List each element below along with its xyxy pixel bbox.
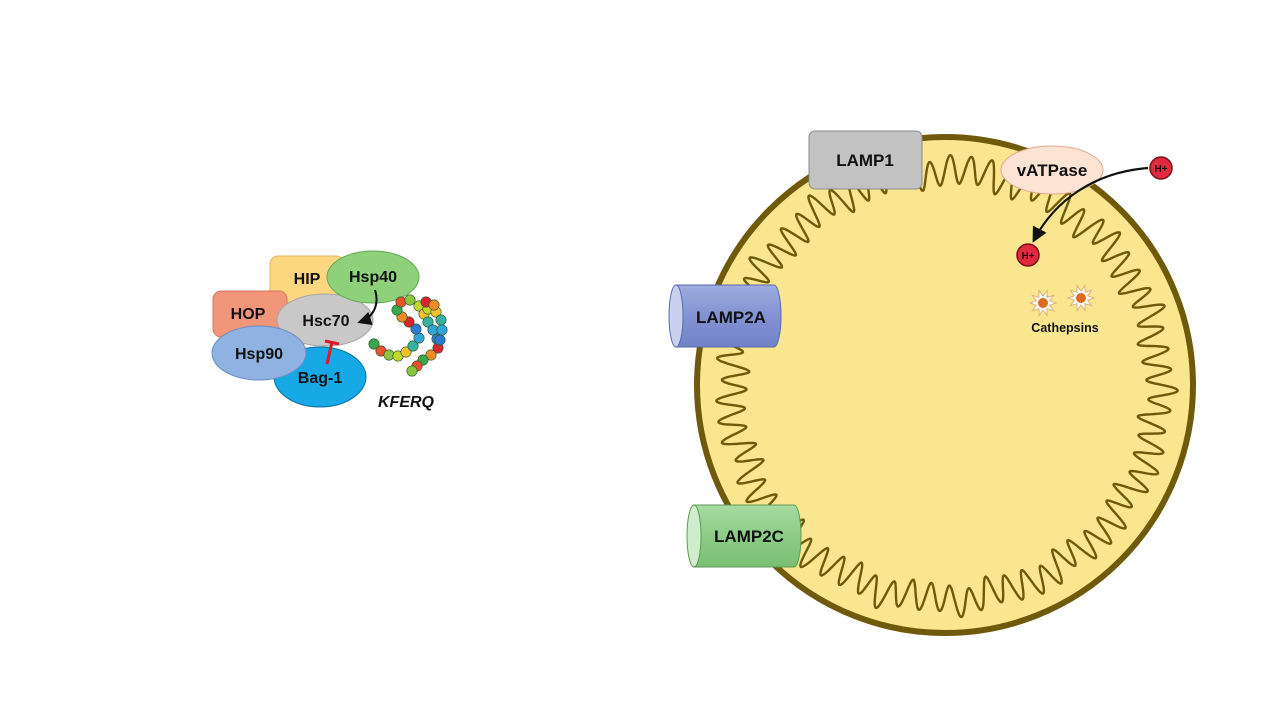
hsp40-protein: Hsp40 [326, 250, 420, 304]
proton-inside-label: H+ [1021, 251, 1034, 262]
substrate-bead [434, 334, 446, 346]
substrate-bead [406, 365, 418, 377]
hsc70-protein: Hsc70 [276, 293, 374, 347]
lysosome-membrane-folds [715, 153, 1179, 619]
vatpase-label: vATPase [1017, 161, 1088, 180]
proton-outside: H+ [1149, 156, 1173, 180]
cathepsin-icon [1028, 289, 1058, 317]
substrate-bead [410, 323, 422, 335]
hop-label: HOP [231, 306, 266, 323]
substrate-bead [425, 349, 437, 361]
substrate-bead [428, 299, 440, 311]
cathepsin-icon [1066, 284, 1096, 312]
hsp40-label: Hsp40 [349, 269, 397, 286]
kferq-label: KFERQ [378, 394, 435, 411]
lamp2a-label: LAMP2A [696, 308, 766, 327]
lysosome-lumen [694, 134, 1196, 636]
substrate-bead [400, 346, 412, 358]
vatpase-protein: vATPase [1000, 145, 1104, 195]
lamp2c-label: LAMP2C [714, 527, 784, 546]
substrate-bead [435, 314, 447, 326]
substrate-bead [368, 338, 380, 350]
bag1-label: Bag-1 [298, 370, 343, 387]
substrate-bead [422, 316, 434, 328]
cathepsins-label: Cathepsins [1031, 321, 1098, 335]
substrate-bead [407, 340, 419, 352]
hsp90-protein: Hsp90 [211, 325, 307, 381]
chaperone-complex: HIP HOP Hsc70 Hsp40 Bag-1 Hsp90 [211, 250, 420, 408]
kferq-substrate-chain [368, 294, 448, 377]
lysosome [694, 134, 1196, 636]
proton-transport-arrow [1032, 166, 1149, 243]
hsc70-label: Hsc70 [302, 313, 349, 330]
lamp2a-protein: LAMP2A [668, 284, 782, 348]
proton-outside-label: H+ [1154, 164, 1167, 175]
lamp2c-protein: LAMP2C [686, 504, 802, 568]
hop-protein: HOP [212, 290, 288, 338]
proton-inside: H+ [1016, 243, 1040, 267]
hsp90-label: Hsp90 [235, 346, 283, 363]
lamp1-label: LAMP1 [836, 151, 894, 170]
hsp40-to-hsc70-arrow [357, 289, 378, 326]
substrate-bead [436, 324, 448, 336]
lamp1-protein: LAMP1 [808, 130, 923, 190]
substrate-bead [395, 296, 407, 308]
substrate-bead [404, 294, 416, 306]
cathepsins: Cathepsins [1028, 284, 1099, 335]
hip-label: HIP [294, 271, 321, 288]
inhibition-symbol [324, 339, 340, 365]
